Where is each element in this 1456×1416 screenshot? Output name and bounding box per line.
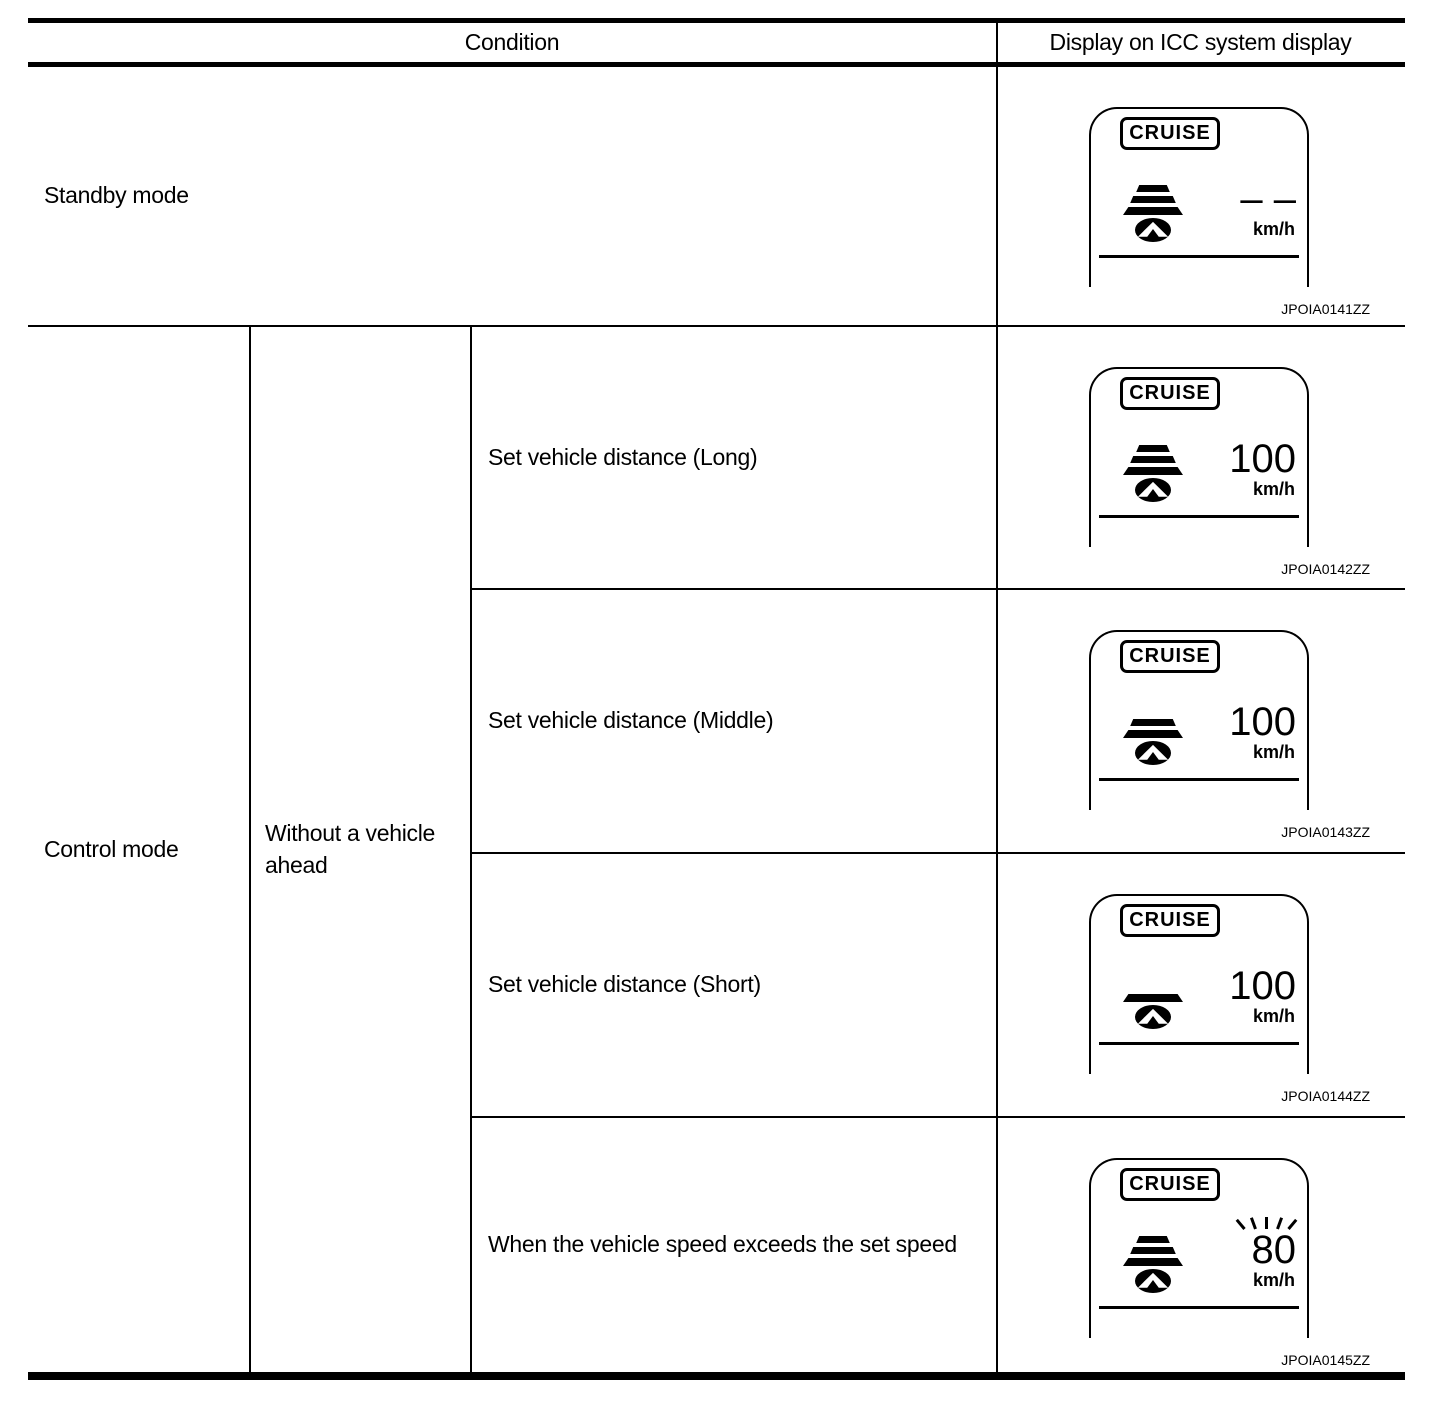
distance-bar-top-icon [1136, 1236, 1170, 1243]
display-divider-line [1099, 515, 1299, 518]
blink-marks-icon [1235, 1212, 1298, 1230]
vehicle-distance-icon [1123, 708, 1183, 766]
speed-unit-label: km/h [1252, 219, 1295, 239]
display-divider-line [1099, 255, 1299, 258]
distance-bar-bottom-icon [1123, 207, 1183, 215]
icc-display-bezel: CRUISE 100 km/h [1089, 367, 1309, 547]
condition-distance-long-label: Set vehicle distance (Long) [488, 443, 758, 470]
vehicle-rear-icon [1135, 478, 1171, 502]
distance-bar-bottom-icon [1123, 730, 1183, 738]
icc-display-bezel: CRUISE – – km/h [1089, 107, 1309, 287]
icc-display-bezel: CRUISE 80 km/h [1089, 1158, 1309, 1338]
without-vehicle-ahead-label: Without a vehicle ahead [265, 820, 436, 878]
figure-caption: JPOIA0142ZZ [1281, 561, 1370, 577]
icc-condition-table: Condition Display on ICC system display … [28, 18, 1405, 1380]
vehicle-chevron-icon [1137, 481, 1169, 497]
vehicle-rear-icon [1135, 741, 1171, 765]
display-divider-line [1099, 1306, 1299, 1309]
distance-bar-middle-icon [1130, 1247, 1176, 1254]
cruise-indicator: CRUISE [1120, 117, 1220, 150]
vehicle-rear-icon [1135, 218, 1171, 242]
distance-bar-top-icon [1136, 445, 1170, 452]
blink-tick-icon [1235, 1218, 1246, 1230]
display-divider-line [1099, 778, 1299, 781]
column-divider-display [996, 23, 998, 1372]
distance-bar-bottom-icon [1123, 994, 1183, 1002]
subrow-divider [470, 588, 1405, 590]
figure-caption: JPOIA0143ZZ [1281, 824, 1370, 840]
vehicle-distance-icon [1123, 1236, 1183, 1294]
table-top-border [28, 18, 1405, 23]
subrow-divider [470, 852, 1405, 854]
header-condition: Condition [464, 28, 560, 55]
condition-distance-short-label: Set vehicle distance (Short) [488, 971, 761, 998]
icc-display-figure-short: CRUISE 100 km/h JPOIA0144ZZ [996, 854, 1405, 1116]
control-mode-label: Control mode [44, 835, 179, 862]
condition-exceeds-speed-label: When the vehicle speed exceeds the set s… [488, 1231, 957, 1258]
icc-display-figure-long: CRUISE 100 km/h JPOIA0142ZZ [996, 327, 1405, 588]
vehicle-chevron-icon [1137, 744, 1169, 760]
vehicle-distance-icon [1123, 185, 1183, 243]
set-speed-value: 80 [1251, 1228, 1297, 1272]
set-speed-value: 100 [1229, 437, 1296, 481]
column-divider-mode [249, 327, 251, 1372]
vehicle-distance-icon [1123, 445, 1183, 503]
vehicle-chevron-icon [1137, 1272, 1169, 1288]
header-display: Display on ICC system display [1049, 28, 1352, 55]
table-bottom-border [28, 1372, 1405, 1380]
figure-caption: JPOIA0145ZZ [1281, 1352, 1370, 1368]
speed-unit-label: km/h [1252, 742, 1295, 762]
set-speed-value: 100 [1229, 964, 1296, 1008]
icc-display-figure-standby: CRUISE – – km/h JPOIA0141ZZ [996, 67, 1405, 325]
icc-display-bezel: CRUISE 100 km/h [1089, 630, 1309, 810]
figure-caption: JPOIA0144ZZ [1281, 1088, 1370, 1104]
speed-unit-label: km/h [1252, 1006, 1295, 1026]
distance-bar-middle-icon [1130, 719, 1176, 726]
set-speed-value: – – [1240, 177, 1296, 221]
icc-display-bezel: CRUISE 100 km/h [1089, 894, 1309, 1074]
vehicle-distance-icon [1123, 972, 1183, 1030]
cruise-indicator: CRUISE [1120, 1168, 1220, 1201]
display-divider-line [1099, 1042, 1299, 1045]
vehicle-rear-icon [1135, 1005, 1171, 1029]
distance-bar-bottom-icon [1123, 1258, 1183, 1266]
speed-unit-label: km/h [1252, 1270, 1295, 1290]
icc-display-figure-middle: CRUISE 100 km/h JPOIA0143ZZ [996, 590, 1405, 852]
condition-distance-middle-label: Set vehicle distance (Middle) [488, 707, 774, 734]
figure-caption: JPOIA0141ZZ [1281, 301, 1370, 317]
vehicle-chevron-icon [1137, 221, 1169, 237]
cruise-indicator: CRUISE [1120, 377, 1220, 410]
distance-bar-bottom-icon [1123, 467, 1183, 475]
standby-mode-label: Standby mode [44, 182, 189, 209]
vehicle-rear-icon [1135, 1269, 1171, 1293]
speed-unit-label: km/h [1252, 479, 1295, 499]
icc-display-figure-exceeds: CRUISE 80 km/h JPOIA0145ZZ [996, 1118, 1405, 1372]
header-bottom-border [28, 62, 1405, 67]
blink-tick-icon [1265, 1217, 1268, 1229]
distance-bar-top-icon [1136, 185, 1170, 192]
cruise-indicator: CRUISE [1120, 640, 1220, 673]
set-speed-value: 100 [1229, 700, 1296, 744]
cruise-indicator: CRUISE [1120, 904, 1220, 937]
vehicle-chevron-icon [1137, 1008, 1169, 1024]
distance-bar-middle-icon [1130, 456, 1176, 463]
subrow-divider [470, 1116, 1405, 1118]
distance-bar-middle-icon [1130, 196, 1176, 203]
column-divider-condition [470, 327, 472, 1372]
row-divider [28, 325, 1405, 327]
